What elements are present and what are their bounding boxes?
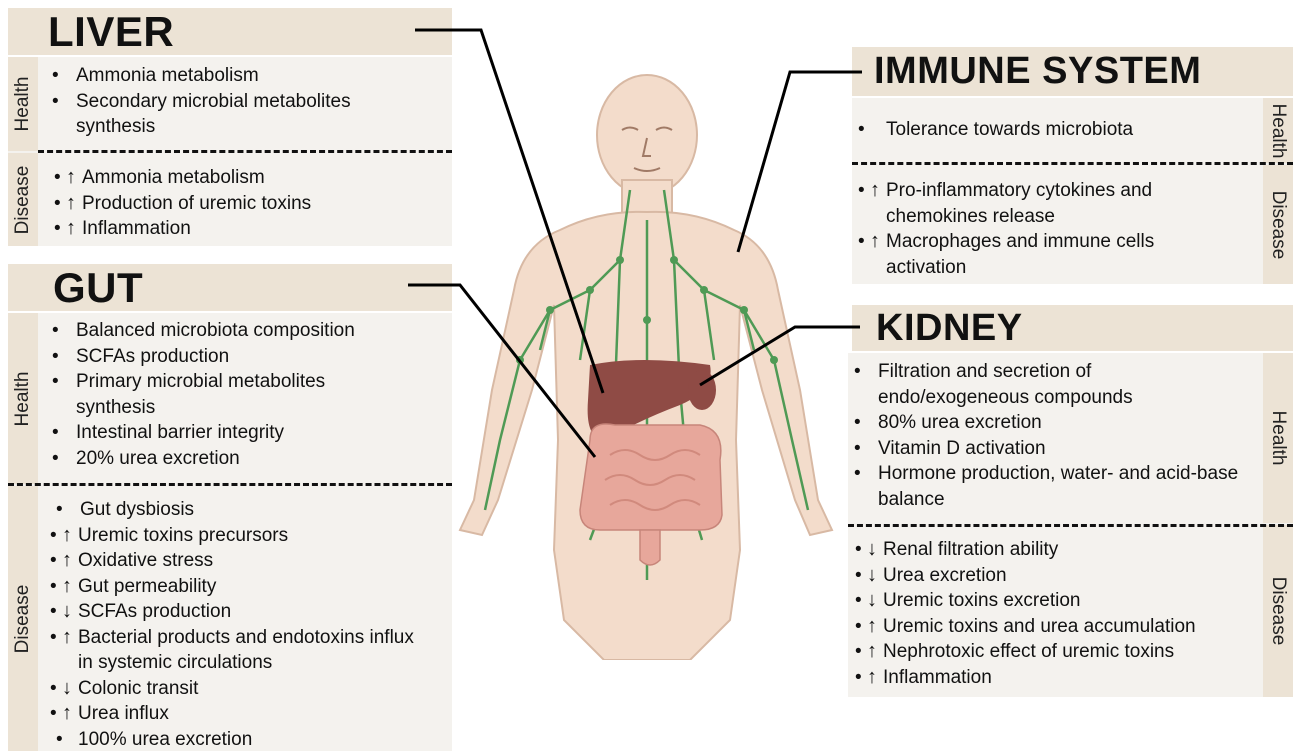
liver-leader-line [415,30,603,393]
gut-leader-line [408,285,595,457]
immune-leader-line [738,72,862,252]
kidney-leader-line [700,327,860,385]
